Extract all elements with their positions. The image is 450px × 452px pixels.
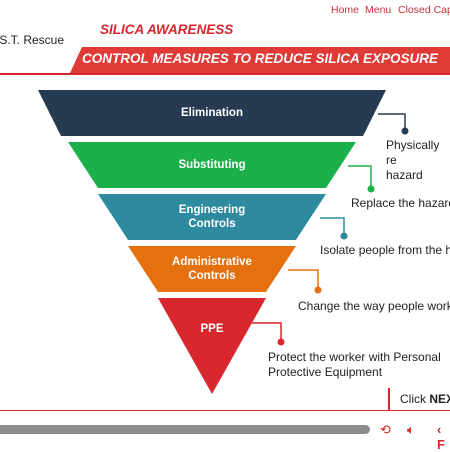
desc-substituting: Replace the hazard xyxy=(351,196,450,210)
connector-engineering xyxy=(320,217,345,235)
next-prompt[interactable]: Click NEX xyxy=(388,388,450,410)
closed-captions-link[interactable]: Closed Capti xyxy=(398,4,450,16)
header-divider xyxy=(0,73,450,75)
layer-label: Engineering Controls xyxy=(178,204,246,230)
desc-administrative: Change the way people work xyxy=(298,299,450,313)
layer-ppe: PPE xyxy=(158,298,266,394)
connector-dot xyxy=(401,127,409,135)
progress-bar[interactable] xyxy=(0,425,370,434)
next-bold: NEX xyxy=(429,392,450,406)
connector-administrative xyxy=(288,269,319,289)
layer-administrative: Administrative Controls xyxy=(128,246,296,292)
layer-engineering: Engineering Controls xyxy=(98,194,326,240)
layer-substituting: Substituting xyxy=(68,142,356,188)
back-icon[interactable]: ‹ F xyxy=(437,422,445,452)
layer-label: Substituting xyxy=(178,159,246,171)
connector-dot xyxy=(277,338,285,346)
course-title: SILICA AWARENESS xyxy=(100,22,234,37)
desc-ppe: Protect the worker with Personal Protect… xyxy=(268,350,441,379)
home-link[interactable]: Home xyxy=(331,4,360,16)
layer-label: Elimination xyxy=(181,107,243,119)
title-banner xyxy=(70,47,450,73)
connector-dot xyxy=(340,232,348,240)
layer-label: PPE xyxy=(200,323,224,335)
connector-ppe xyxy=(252,322,282,341)
menu-link[interactable]: Menu xyxy=(365,4,392,16)
connector-dot xyxy=(314,286,322,294)
connector-dot xyxy=(367,185,375,193)
top-nav: Home Menu Closed Capti xyxy=(0,4,450,20)
desc-elimination: Physically re hazard xyxy=(386,138,440,182)
replay-icon[interactable]: ⟲ xyxy=(380,422,391,437)
connector-elimination xyxy=(378,113,406,130)
next-prefix: Click xyxy=(400,392,430,406)
next-prompt-text: Click NEX xyxy=(400,392,450,406)
layer-elimination: Elimination xyxy=(38,90,386,136)
layer-label: Administrative Controls xyxy=(172,256,252,282)
volume-icon[interactable]: 🔈︎ xyxy=(407,422,415,437)
desc-engineering: Isolate people from the h xyxy=(320,243,450,257)
connector-substituting xyxy=(348,165,372,188)
page-title: CONTROL MEASURES TO REDUCE SILICA EXPOSU… xyxy=(82,51,439,66)
brand-name: .S.T. Rescue xyxy=(0,33,65,47)
